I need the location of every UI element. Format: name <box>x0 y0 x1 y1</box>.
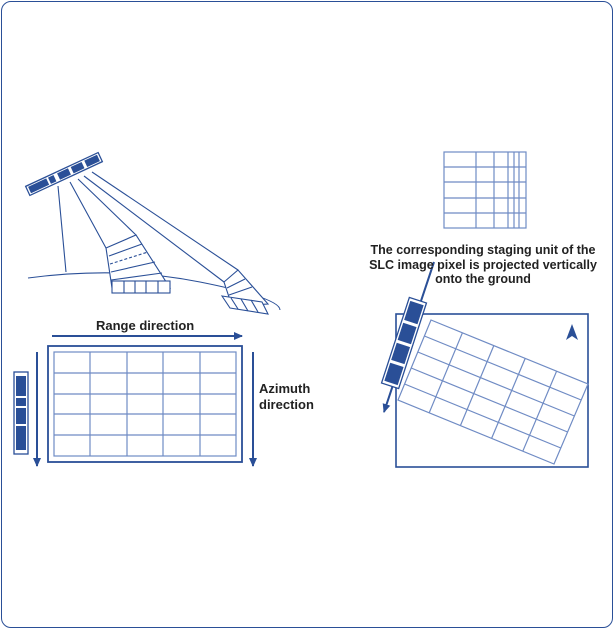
ground-projection <box>380 261 589 468</box>
slc-grid <box>443 151 527 229</box>
satellite-side-view <box>24 151 281 315</box>
azimuth-label-line1: Azimuth <box>259 381 311 396</box>
far-footprint <box>220 269 270 315</box>
near-footprint <box>105 234 172 294</box>
caption-line-2: SLC image pixel is projected vertically <box>369 257 597 272</box>
caption-line-1: The corresponding staging unit of the <box>370 243 596 257</box>
azimuth-label-line2: direction <box>259 397 314 412</box>
range-direction-label: Range direction <box>96 318 195 333</box>
north-arrow-icon <box>566 324 578 340</box>
satellite-side-icon <box>13 371 29 455</box>
satellite-top-icon <box>24 151 104 197</box>
range-azimuth-grid <box>13 332 257 467</box>
caption-line-3: onto the ground <box>435 272 531 286</box>
satellite-oblique-icon <box>380 296 428 390</box>
projection-caption: The corresponding staging unit of the SL… <box>360 243 606 287</box>
